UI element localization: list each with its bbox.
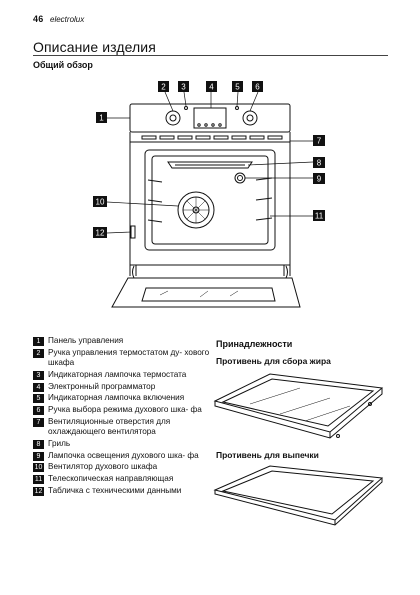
legend-number: 5 xyxy=(33,394,44,404)
thermostat-lamp xyxy=(184,106,188,110)
legend-item: 4 Электронный программатор xyxy=(33,382,213,393)
legend-text: Гриль xyxy=(48,439,71,448)
legend-number: 11 xyxy=(33,475,44,485)
brand-logo: electrolux xyxy=(50,15,85,24)
legend-item: 1 Панель управления xyxy=(33,336,213,347)
legend-number: 2 xyxy=(33,348,44,358)
legend-text: Ручка управления термостатом ду- хового … xyxy=(48,347,210,368)
baking-tray-illustration xyxy=(213,465,384,526)
legend-text: Ручка выбора режима духового шка- фа xyxy=(48,405,202,415)
legend-item: 10 Вентилятор духового шкафа xyxy=(33,462,213,473)
callout-8: 8 xyxy=(317,159,322,168)
telescopic-runners xyxy=(255,177,273,221)
legend-item: 2 Ручка управления термостатом ду- хового… xyxy=(33,348,213,369)
legend-item: 6 Ручка выбора режима духового шка- фа xyxy=(33,405,213,416)
callout-6: 6 xyxy=(255,83,260,92)
legend-number: 8 xyxy=(33,440,44,449)
callout-1: 1 xyxy=(99,114,104,123)
accessories-title: Принадлежности xyxy=(216,339,293,349)
title-divider xyxy=(33,55,388,56)
section-title: Описание изделия xyxy=(33,39,156,55)
callout-7: 7 xyxy=(317,137,322,146)
legend-number: 10 xyxy=(33,463,44,473)
oven-lamp xyxy=(234,172,246,184)
page-number: 46 xyxy=(33,14,44,24)
grill xyxy=(167,161,253,169)
accessory-drip-tray-label: Противень для сбора жира xyxy=(216,356,331,366)
ventilation-slots xyxy=(141,135,283,140)
rating-plate xyxy=(130,225,136,239)
accessory-baking-tray-label: Противень для выпечки xyxy=(216,450,319,460)
oven-cavity xyxy=(144,149,276,251)
legend-text: Табличка с техническими данными xyxy=(48,485,182,495)
legend-item: 5 Индикаторная лампочка включения xyxy=(33,393,213,404)
legend-item: 3 Индикаторная лампочка термостата xyxy=(33,370,213,381)
callout-10: 10 xyxy=(96,198,105,207)
thermostat-knob xyxy=(165,110,181,126)
legend-item: 8 Гриль xyxy=(33,439,213,450)
function-knob xyxy=(242,110,258,126)
legend-text: Панель управления xyxy=(48,336,124,345)
legend-text: Лампочка освещения духового шка- фа xyxy=(48,450,199,460)
legend-item: 9 Лампочка освещения духового шка- фа xyxy=(33,451,213,462)
callout-3: 3 xyxy=(181,83,186,92)
callout-5: 5 xyxy=(235,83,240,92)
oven-door xyxy=(111,277,301,308)
callout-4: 4 xyxy=(209,83,214,92)
drip-tray-illustration xyxy=(213,373,384,439)
legend-number: 9 xyxy=(33,451,44,461)
legend-text: Вентилятор духового шкафа xyxy=(48,462,158,472)
legend-text: Индикаторная лампочка включения xyxy=(48,393,185,403)
legend-number: 12 xyxy=(33,486,44,496)
legend-number: 6 xyxy=(33,406,44,416)
power-lamp xyxy=(235,106,239,110)
callout-2: 2 xyxy=(161,83,166,92)
legend-number: 1 xyxy=(33,337,44,346)
oven-fan xyxy=(177,191,215,229)
legend-number: 3 xyxy=(33,370,44,380)
electronic-programmer xyxy=(193,107,227,129)
legend-text: Телескопическая направляющая xyxy=(48,474,174,484)
legend-text: Вентиляционные отверстия для охлаждающег… xyxy=(48,416,171,437)
legend-item: 12 Табличка с техническими данными xyxy=(33,486,213,497)
callout-11: 11 xyxy=(315,212,324,221)
parts-legend: 1 Панель управления 2 Ручка управления тер… xyxy=(33,336,213,497)
oven-diagram: 2 3 4 5 6 1 7 8 9 11 10 12 xyxy=(93,81,325,308)
legend-item: 11 Телескопическая направляющая xyxy=(33,474,213,485)
legend-text: Электронный программатор xyxy=(48,381,156,391)
legend-item: 7 Вентиляционные отверстия для охлаждающе… xyxy=(33,417,213,438)
legend-text: Индикаторная лампочка термостата xyxy=(48,369,187,379)
subsection-title: Общий обзор xyxy=(33,60,93,70)
callout-12: 12 xyxy=(96,229,105,238)
legend-number: 7 xyxy=(33,417,44,427)
legend-number: 4 xyxy=(33,382,44,392)
callout-9: 9 xyxy=(317,175,322,184)
